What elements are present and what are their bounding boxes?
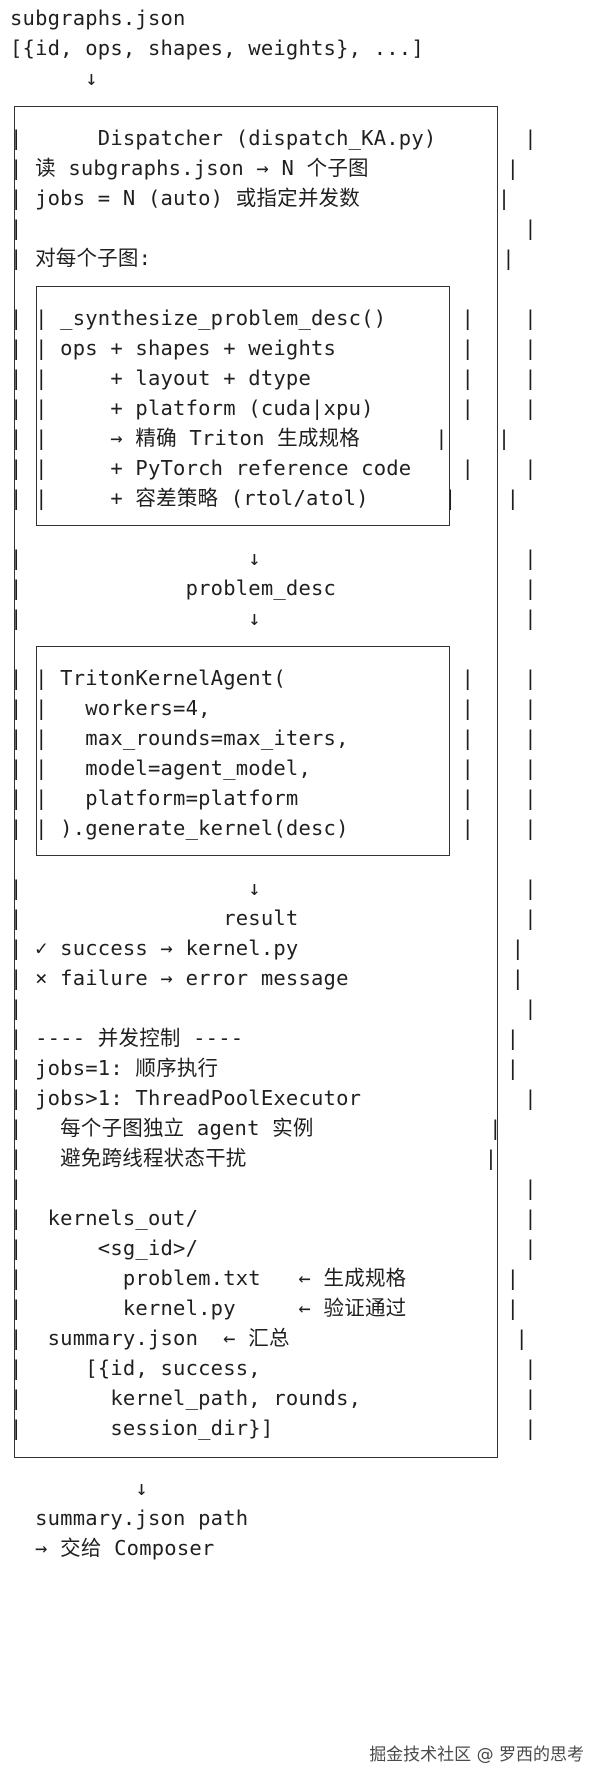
diagram-line: | jobs=1: 顺序执行 | [10,1056,520,1080]
diagram-line: | summary.json ← 汇总 | [10,1326,528,1350]
diagram-line: | | + platform (cuda|xpu) | | [10,396,537,420]
watermark: 掘金技术社区 @ 罗西的思考 [369,1745,584,1765]
diagram-line: | ✓ success → kernel.py | [10,936,525,960]
diagram-line: | Dispatcher (dispatch_KA.py) | [10,126,537,150]
diagram-line: | 避免跨线程状态干扰 | [10,1146,498,1170]
diagram-line: | ↓ | [10,876,537,900]
diagram-line: → 交给 Composer [10,1536,215,1560]
diagram-line: | result | [10,906,537,930]
dispatcher-box [14,106,498,1458]
diagram-line: | | _synthesize_problem_desc() | | [10,306,537,330]
diagram-line: | | platform=platform | | [10,786,537,810]
diagram-line: | ↓ | [10,546,537,570]
diagram-line: | 读 subgraphs.json → N 个子图 | [10,156,520,180]
diagram-line: | | [10,996,537,1020]
diagram-line: | | TritonKernelAgent( | | [10,666,537,690]
diagram-line: [{id, ops, shapes, weights}, ...] [10,36,424,60]
diagram-line: | | [10,216,537,240]
diagram-line: | ---- 并发控制 ---- | [10,1026,520,1050]
diagram-line: | session_dir}] | [10,1416,537,1440]
diagram-line: | × failure → error message | [10,966,525,990]
diagram-line: | | + layout + dtype | | [10,366,537,390]
diagram-line: | kernels_out/ | [10,1206,537,1230]
diagram-line: | jobs>1: ThreadPoolExecutor | [10,1086,537,1110]
diagram-line: | 每个子图独立 agent 实例 | [10,1116,502,1140]
diagram-line: | 对每个子图: | [10,246,515,270]
diagram-line: | kernel.py ← 验证通过 | [10,1296,520,1320]
diagram-line: | jobs = N (auto) 或指定并发数 | [10,186,511,210]
diagram-line: summary.json path [10,1506,249,1530]
diagram-line: | | ).generate_kernel(desc) | | [10,816,537,840]
diagram-line: ↓ [10,1476,148,1500]
triton-agent-box [36,646,450,856]
diagram-line: | ↓ | [10,606,537,630]
diagram-line: ↓ [10,66,98,90]
diagram-line: | | model=agent_model, | | [10,756,537,780]
diagram-line: | problem_desc | [10,576,537,600]
diagram-line: | problem.txt ← 生成规格 | [10,1266,520,1290]
diagram-line: subgraphs.json [10,6,186,30]
diagram-line: | | → 精确 Triton 生成规格 | | [10,426,511,450]
diagram-line: | | ops + shapes + weights | | [10,336,537,360]
diagram-line: | <sg_id>/ | [10,1236,537,1260]
diagram-line: | kernel_path, rounds, | [10,1386,537,1410]
diagram-line: | [{id, success, | [10,1356,537,1380]
diagram-line: | | [10,1176,537,1200]
diagram-line: | | max_rounds=max_iters, | | [10,726,537,750]
diagram-line: | | workers=4, | | [10,696,537,720]
diagram-line: | | + PyTorch reference code | | [10,456,537,480]
synthesize-box [36,286,450,526]
diagram-line: | | + 容差策略 (rtol/atol) | | [10,486,520,510]
